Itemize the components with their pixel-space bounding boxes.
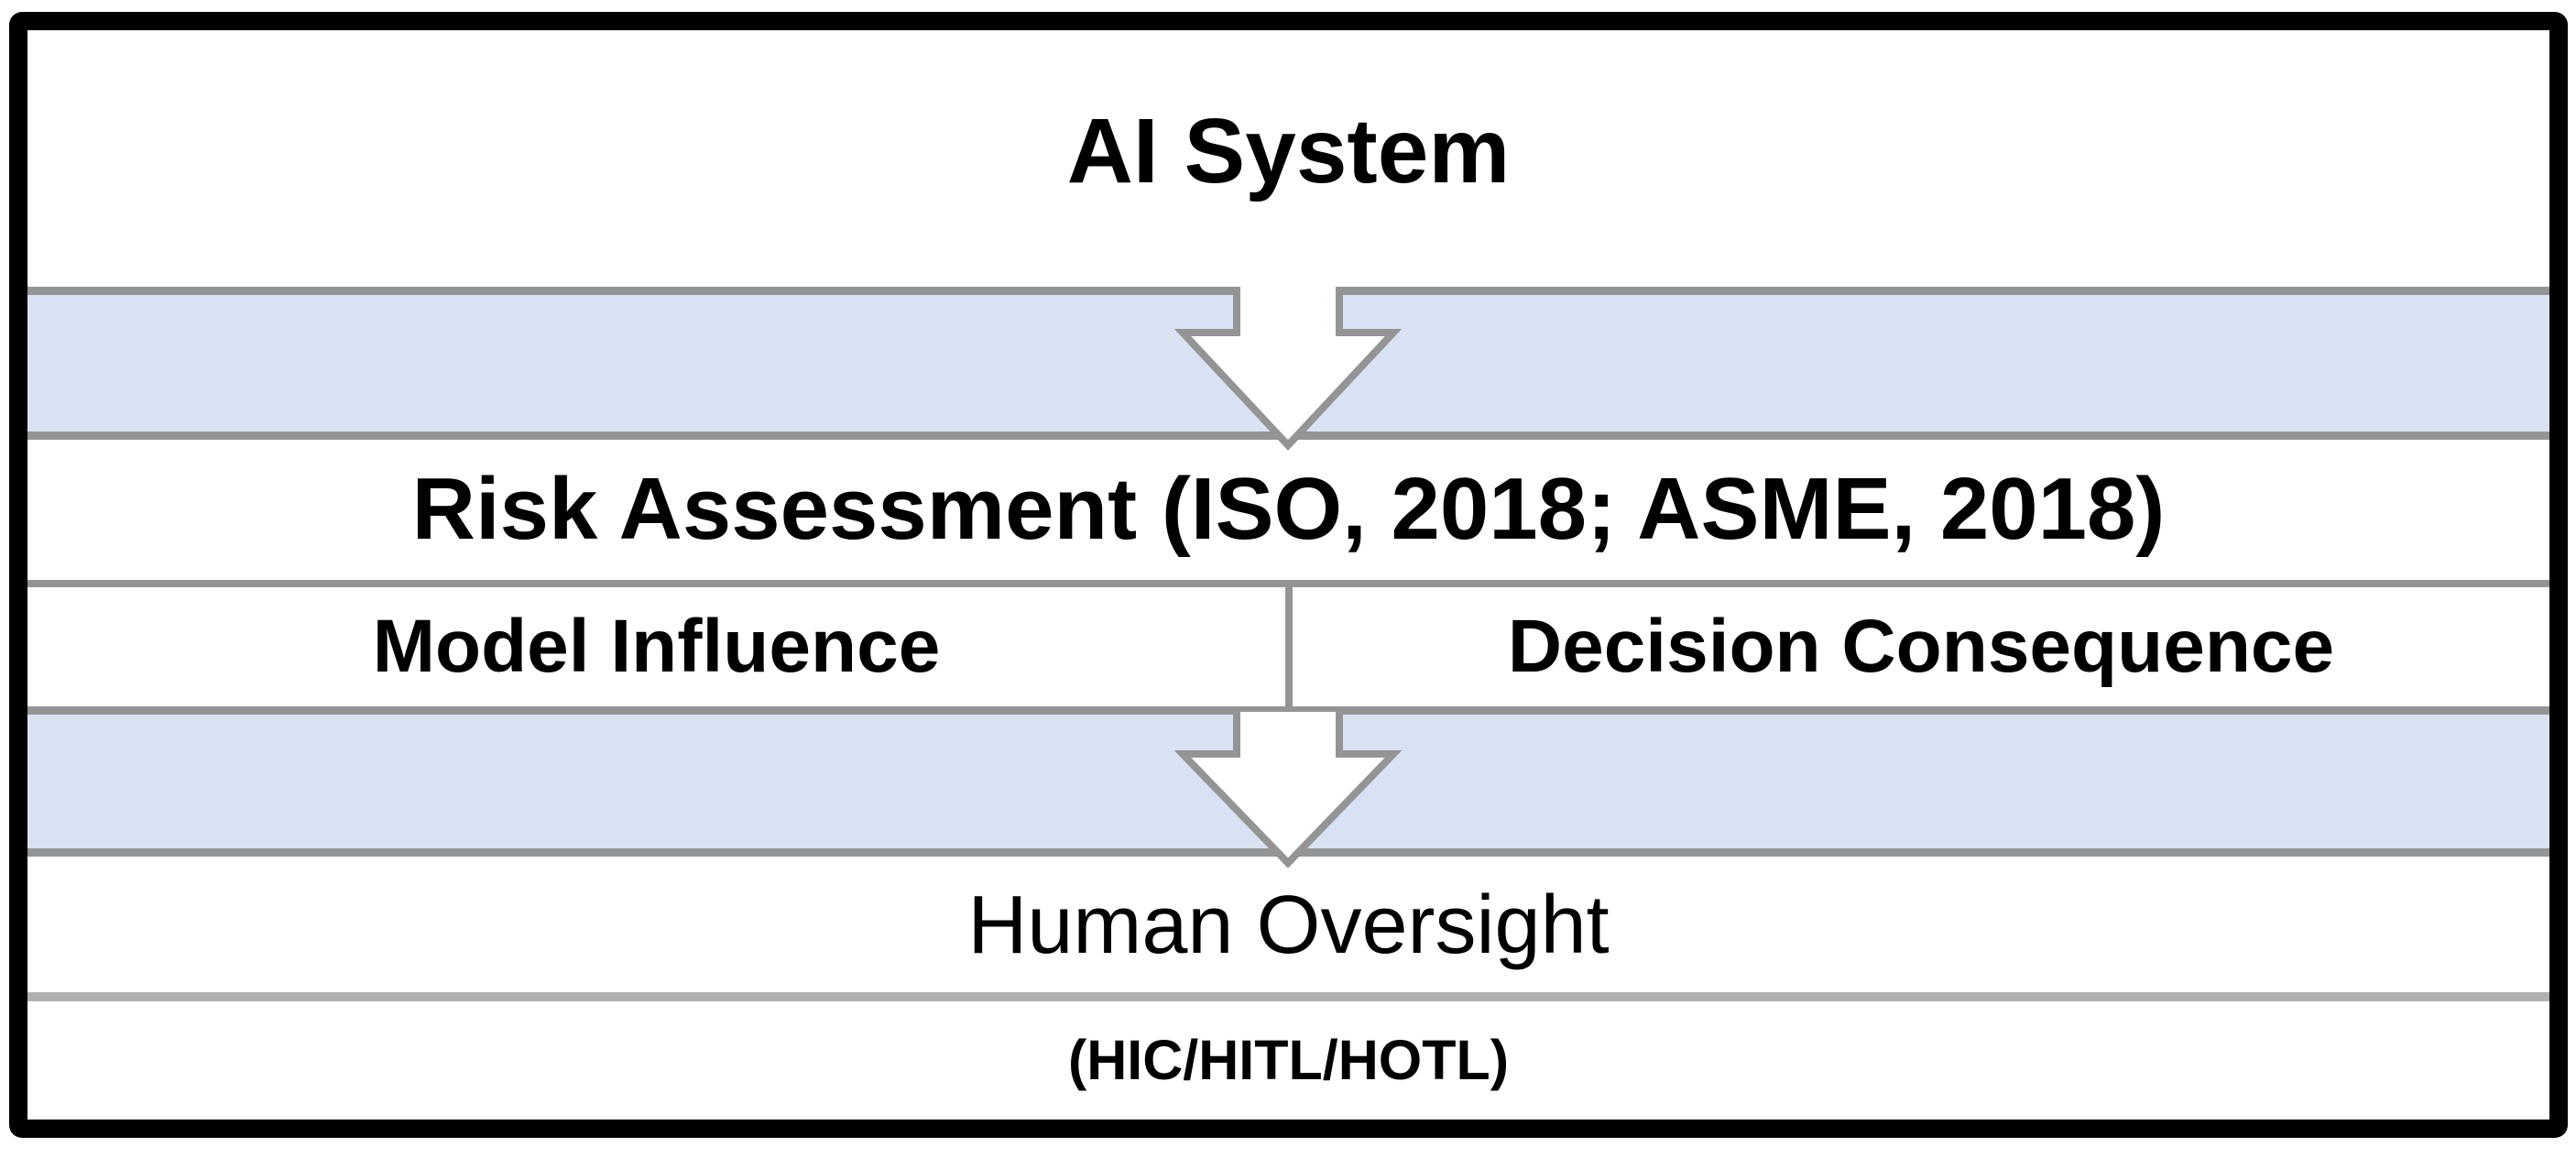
decision-consequence-cell: Decision Consequence bbox=[1507, 605, 2335, 688]
ai-system-label: AI System bbox=[1066, 99, 1511, 202]
separator-oversight-modes bbox=[27, 992, 2549, 1001]
oversight-modes-label: (HIC/HITL/HOTL) bbox=[1067, 1029, 1510, 1091]
human-oversight-label: Human Oversight bbox=[967, 879, 1610, 971]
figure-frame bbox=[9, 12, 2568, 1138]
flow-band-top bbox=[27, 287, 2549, 440]
model-influence-cell: Model Influence bbox=[372, 605, 941, 688]
risk-assessment-label: Risk Assessment (ISO, 2018; ASME, 2018) bbox=[411, 460, 2166, 558]
cell-divider bbox=[1285, 584, 1293, 712]
flow-band-bottom bbox=[27, 706, 2549, 857]
